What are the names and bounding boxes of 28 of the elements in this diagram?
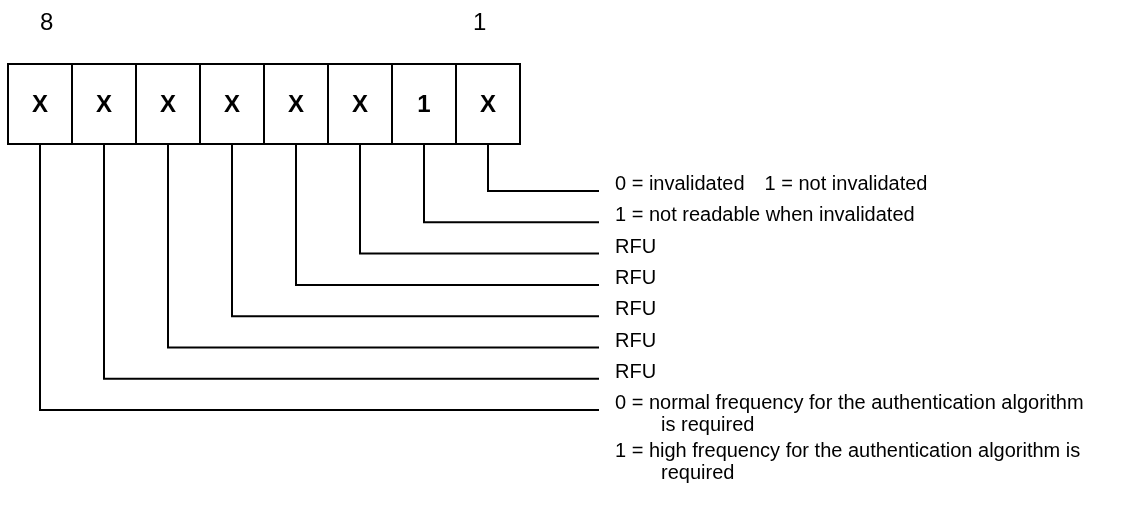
bit-cell: X: [327, 63, 393, 145]
bit-cell: X: [7, 63, 73, 145]
bit-cell: X: [263, 63, 329, 145]
bit-number: 8: [40, 8, 54, 36]
bit-description: RFU: [615, 265, 657, 288]
bit-description: RFU: [615, 234, 657, 257]
bit-description: 0 = normal frequency for the authentication algorithm is required: [615, 391, 1085, 436]
bit-description: 1 = not invalidated: [764, 172, 928, 194]
leader-line: [487, 144, 600, 192]
bit-description: 0 = invalidated: [615, 172, 745, 194]
bit-cell: X: [135, 63, 201, 145]
bit-description: 1 = high frequency for the authentication algorithm is required: [615, 439, 1082, 484]
leader-line: [39, 144, 600, 412]
bit-cell: X: [199, 63, 265, 145]
bit-description: RFU: [615, 328, 657, 351]
bit-description: RFU: [615, 359, 657, 382]
bit-description: RFU: [615, 297, 657, 320]
leader-line: [103, 144, 600, 380]
bit-cell: X: [71, 63, 137, 145]
leader-line: [423, 144, 600, 224]
bit-number: 1: [473, 8, 487, 36]
leader-line: [231, 144, 600, 318]
bit-cell: 1: [391, 63, 457, 145]
leader-line: [359, 144, 600, 255]
leader-line: [295, 144, 600, 286]
leader-line: [167, 144, 600, 349]
bit-cell: X: [455, 63, 521, 145]
bit-description: 1 = not readable when invalidated: [615, 203, 915, 226]
